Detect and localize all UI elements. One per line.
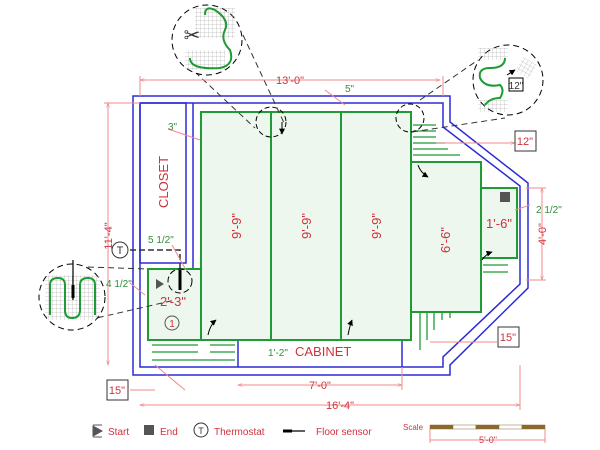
scale-label: Scale: [403, 423, 424, 432]
mat-2-label: 9'-9": [299, 213, 314, 239]
legend-thermostat-icon: [193, 422, 209, 438]
bottom-width-dimension: 16'-4": [326, 400, 354, 412]
note-3in: 3": [168, 122, 178, 133]
sensor-detail-circle: [167, 268, 193, 294]
legend-thermostat-symbol: T: [198, 426, 204, 436]
mat-3: [340, 111, 412, 341]
scale-bar: Scale 5'-0": [403, 423, 546, 445]
right-height-dimension: 4'-0": [537, 223, 549, 245]
inner-wall: [139, 102, 521, 368]
spacing-callout-1: 12": [514, 130, 537, 152]
closet-label: CLOSET: [156, 156, 171, 208]
start-number-circle: [164, 315, 180, 331]
mat-1: [200, 111, 272, 341]
spacing-callout-1-text: 12": [517, 136, 533, 148]
walls: [132, 95, 529, 376]
note-5-half: 5 1/2": [148, 235, 174, 246]
mat-5-label: 1'-6": [486, 216, 512, 231]
mat-5: [480, 187, 518, 259]
loose-cables: [152, 124, 508, 361]
detail-sensor: [38, 260, 176, 331]
legend-thermostat-label: Thermostat: [214, 427, 265, 438]
end-marker-icon: [500, 192, 510, 202]
heating-mats: [147, 111, 518, 341]
scissors-icon: ✂: [184, 25, 201, 47]
mat-2: [270, 111, 342, 341]
sensor-line: [130, 249, 181, 282]
note-4-half: 4 1/2": [106, 279, 132, 290]
note-5in: 5": [345, 84, 355, 95]
detail-cut-mat: ✂: [171, 4, 286, 129]
corner-detail-circle-2: [395, 103, 425, 133]
legend-end-icon: [144, 425, 154, 435]
detail-callout: 12": [509, 81, 524, 92]
spacing-callout-2: 15": [106, 379, 129, 401]
mat-4-label: 6'-6": [438, 227, 453, 253]
note-1-2: 1'-2": [268, 348, 288, 359]
mat-6-label: 2'-3": [160, 294, 186, 309]
start-marker-icon: [156, 279, 164, 289]
spacing-callout-2-text: 15": [109, 385, 125, 397]
corner-detail-circle: [255, 106, 287, 138]
note-2-half: 2 1/2": [536, 205, 562, 216]
start-number: 1: [169, 319, 175, 330]
closet-wall: [139, 102, 187, 264]
left-height-dimension: 11'-4": [103, 222, 115, 249]
outer-wall: [132, 95, 529, 376]
legend-floor-sensor-label: Floor sensor: [316, 427, 372, 438]
legend-start-label: Start: [108, 427, 129, 438]
top-width-dimension: 13'-0": [276, 75, 304, 87]
legend-start-icon: [92, 424, 104, 438]
dimension-lines: [104, 76, 546, 410]
spacing-callout-3: 15": [497, 326, 520, 348]
cabinet-label: CABINET: [295, 344, 351, 359]
thermostat-symbol: T: [117, 245, 124, 257]
spacing-callout-3-text: 15": [500, 332, 516, 344]
mat-labels: 9'-9" 9'-9" 9'-9" 6'-6" 1'-6" 2'-3": [160, 213, 512, 309]
mat-1-label: 9'-9": [229, 213, 244, 239]
scale-length: 5'-0": [479, 435, 497, 445]
legend-end-label: End: [160, 427, 178, 438]
cabinet-width-dimension: 7'-0": [309, 380, 331, 392]
detail-turn-mat: 12": [411, 44, 544, 133]
legend: Start End T Thermostat Floor sensor: [92, 422, 372, 438]
thermostat-icon: [111, 241, 129, 259]
direction-arrows: [207, 122, 493, 336]
mat-3-label: 9'-9": [369, 213, 384, 239]
